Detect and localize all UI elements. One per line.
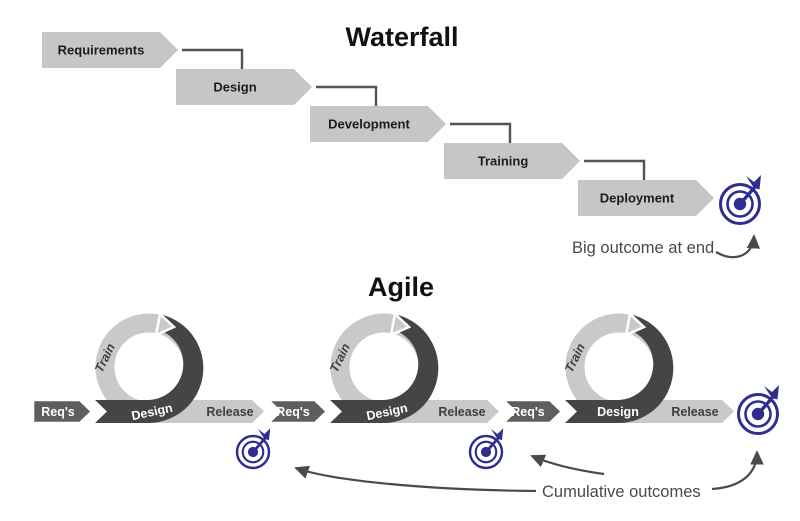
design-label: Design — [597, 405, 639, 419]
design-band — [95, 400, 151, 423]
agile-cycle-3: Req's Design Release Train — [499, 311, 734, 425]
reqs-chevron — [31, 398, 94, 425]
waterfall-stage-design: Design — [176, 69, 312, 105]
cycle2-target-icon — [468, 426, 505, 470]
agile-cycle-1: Req's Design Release Train — [31, 311, 264, 425]
big-outcome-arrow — [715, 234, 761, 259]
waterfall-target-icon — [718, 173, 763, 226]
reqs-label: Req's — [41, 405, 75, 419]
waterfall-stage-deployment: Deployment — [578, 180, 714, 216]
loop-dark-arc — [384, 315, 439, 423]
reqs-chevron — [499, 398, 564, 425]
waterfall-stage-requirements: Requirements — [42, 32, 178, 68]
reqs-label: Req's — [276, 405, 310, 419]
design-band — [565, 400, 621, 423]
end-target-icon — [736, 383, 781, 436]
cumulative-annotation: Cumulative outcomes — [542, 483, 701, 501]
waterfall-stage-development: Development — [310, 106, 446, 142]
loop-dark-arc — [149, 315, 204, 423]
loop-tip — [624, 311, 647, 338]
stage-arrow-shape — [444, 143, 580, 179]
waterfall-title: Waterfall — [345, 22, 458, 52]
reqs-label: Req's — [511, 405, 545, 419]
cumulative-arrow-to-target-1 — [294, 465, 537, 493]
cumulative-arrow-to-target-2 — [530, 454, 605, 476]
release-label: Release — [671, 405, 718, 419]
loop-dark-arc — [619, 315, 674, 423]
waterfall-stage-training: Training — [444, 143, 580, 179]
stage-label: Development — [328, 117, 410, 132]
stage-label: Requirements — [58, 43, 145, 58]
cumulative-arrow-to-target-3 — [711, 450, 764, 491]
stage-label: Design — [213, 80, 256, 95]
stage-arrow-shape — [578, 180, 714, 216]
stage-label: Training — [478, 154, 529, 169]
loop-tip — [389, 311, 412, 338]
loop-tip — [154, 311, 177, 338]
cycle1-target-icon — [235, 426, 272, 470]
stage-label: Deployment — [600, 191, 675, 206]
release-label: Release — [438, 405, 485, 419]
design-band — [330, 400, 386, 423]
stage-arrow-shape — [176, 69, 312, 105]
stage-arrow-shape — [42, 32, 178, 68]
big-outcome-annotation: Big outcome at end — [572, 239, 714, 257]
reqs-chevron — [264, 398, 329, 425]
agile-cycle-2: Req's Design Release Train — [264, 311, 499, 425]
stage-arrow-shape — [310, 106, 446, 142]
release-label: Release — [206, 405, 253, 419]
agile-title: Agile — [368, 272, 434, 302]
